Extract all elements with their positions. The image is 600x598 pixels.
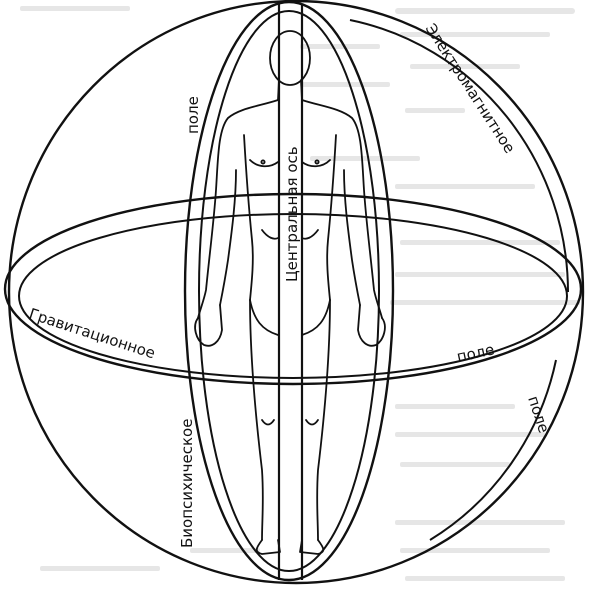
label-field-em: поле <box>184 96 202 134</box>
biopsychic-ring-outer <box>183 0 395 582</box>
human-figure <box>194 30 386 555</box>
label-gravitational: Гравитационное <box>27 305 158 363</box>
outer-sphere <box>7 0 585 585</box>
central-axis-label: Центральная ось <box>283 146 301 282</box>
label-field-grav: поле <box>455 340 496 365</box>
field-label-top: поле <box>184 96 202 134</box>
biopsychic-ring-inner <box>198 10 380 572</box>
bleed-through-texture <box>20 6 580 581</box>
field-label-right: поле <box>455 340 496 365</box>
label-central-axis: Центральная ось <box>283 146 301 282</box>
electromagnetic-ring-inner-lower <box>429 359 557 541</box>
label-biopsychic: Биопсихическое <box>178 419 196 548</box>
electromagnetic-ring-inner <box>349 19 569 293</box>
gravitational-label: Гравитационное <box>27 305 158 363</box>
field-label-lower-right: поле <box>524 394 553 436</box>
label-electromagnetic: Электромагнитное <box>422 20 519 156</box>
label-field-bio: поле <box>524 394 553 436</box>
biopsychic-label: Биопсихическое <box>178 419 196 548</box>
gravitational-ring-outer <box>3 192 583 386</box>
gravitational-ring-inner <box>18 213 568 379</box>
electromagnetic-label: Электромагнитное <box>422 20 519 156</box>
